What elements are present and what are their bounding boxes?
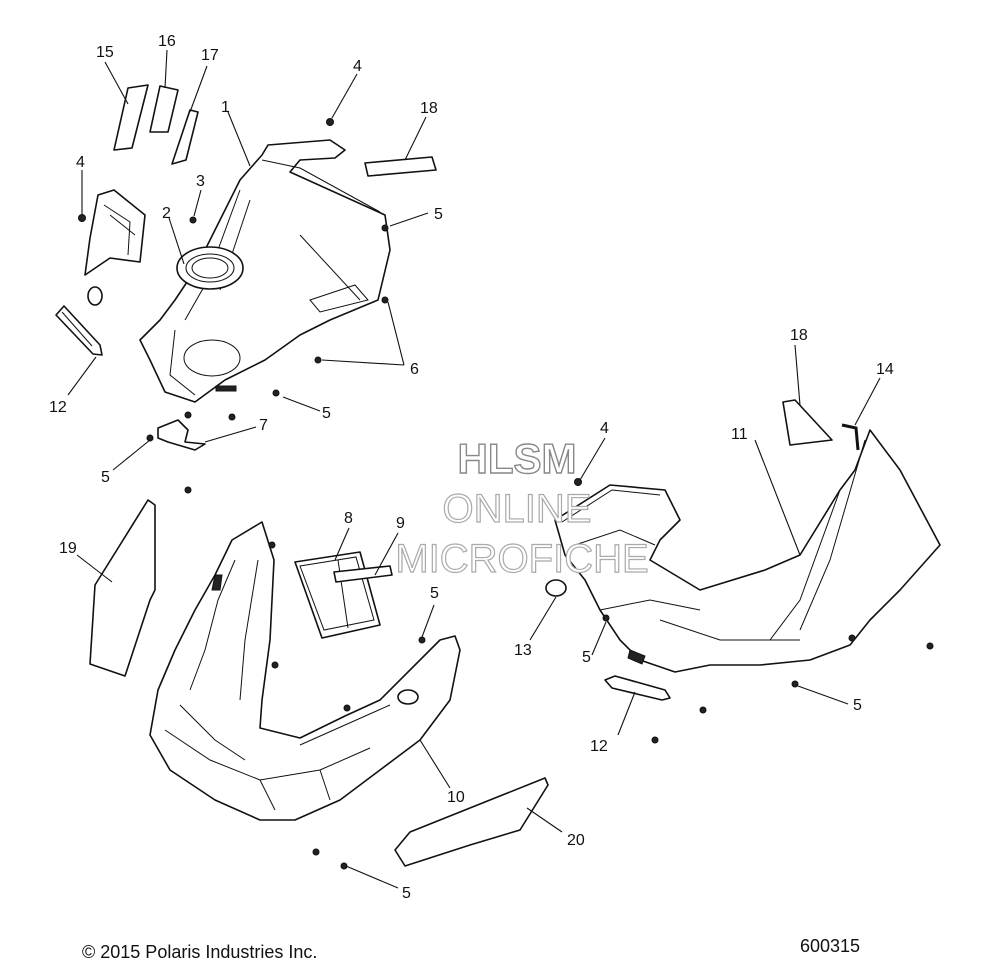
callout-14: 14 bbox=[876, 361, 894, 378]
leader-lines bbox=[67, 49, 881, 889]
callout-9: 9 bbox=[396, 515, 405, 532]
part-8-grille bbox=[294, 551, 381, 639]
callout-5-g: 5 bbox=[853, 697, 862, 714]
part-12-latch-right bbox=[604, 675, 671, 701]
callout-6: 6 bbox=[410, 361, 419, 378]
callout-16: 16 bbox=[158, 33, 176, 50]
part-18-strip-top bbox=[364, 156, 437, 177]
diagram-number: 600315 bbox=[800, 936, 860, 956]
callout-17: 17 bbox=[201, 47, 219, 64]
callout-3: 3 bbox=[196, 173, 205, 190]
callout-5-f: 5 bbox=[582, 649, 591, 666]
callout-10: 10 bbox=[447, 789, 465, 806]
callout-13: 13 bbox=[514, 642, 532, 659]
callout-5-b: 5 bbox=[322, 405, 331, 422]
callout-15: 15 bbox=[96, 44, 114, 61]
part-11-belly-pan bbox=[554, 429, 941, 673]
callout-4-left: 4 bbox=[76, 154, 85, 171]
watermark: HLSM ONLINE MICROFICHE bbox=[395, 434, 650, 581]
callout-5-e: 5 bbox=[402, 885, 411, 902]
callout-19: 19 bbox=[59, 540, 77, 557]
watermark-line-2: ONLINE bbox=[443, 487, 592, 531]
part-2-ring bbox=[176, 246, 244, 290]
callout-11: 11 bbox=[731, 426, 748, 443]
watermark-line-1: HLSM bbox=[458, 435, 577, 482]
part-20-panel bbox=[394, 777, 549, 867]
part-10-lower-nose bbox=[149, 521, 461, 821]
part-19-panel bbox=[89, 499, 156, 677]
fasteners bbox=[78, 118, 934, 870]
callout-12-right: 12 bbox=[590, 738, 608, 755]
callout-4-top: 4 bbox=[353, 58, 362, 75]
callout-18-top: 18 bbox=[420, 100, 438, 117]
callout-18-right: 18 bbox=[790, 327, 808, 344]
callout-20: 20 bbox=[567, 832, 585, 849]
part-14-clip bbox=[841, 423, 860, 451]
callout-4-right: 4 bbox=[600, 420, 609, 437]
part-7-bracket bbox=[157, 411, 206, 451]
callout-7: 7 bbox=[259, 417, 268, 434]
part-18-strip-right bbox=[782, 399, 833, 446]
callout-8: 8 bbox=[344, 510, 353, 527]
callout-5-a: 5 bbox=[434, 206, 443, 223]
vent-grille-left bbox=[84, 189, 146, 306]
callout-12-left: 12 bbox=[49, 399, 67, 416]
part-13-grommet bbox=[545, 579, 567, 597]
parts-15-16-17-shims bbox=[113, 84, 199, 165]
callout-2: 2 bbox=[162, 205, 171, 222]
callouts: 15 16 17 1 4 18 4 3 2 5 6 12 5 7 5 19 8 … bbox=[49, 33, 894, 902]
watermark-line-3: MICROFICHE bbox=[395, 537, 648, 581]
copyright-text: © 2015 Polaris Industries Inc. bbox=[82, 942, 317, 962]
part-12-latch-left bbox=[55, 305, 103, 356]
callout-1: 1 bbox=[221, 99, 230, 116]
callout-5-c: 5 bbox=[101, 469, 110, 486]
callout-5-d: 5 bbox=[430, 585, 439, 602]
